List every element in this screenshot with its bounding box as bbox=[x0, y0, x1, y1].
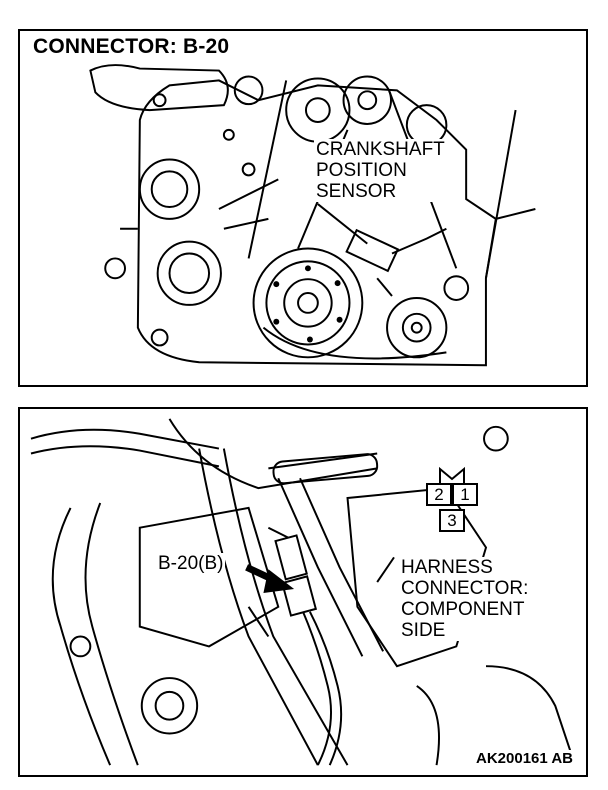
harness-line: COMPONENT bbox=[401, 599, 525, 620]
harness-line: CONNECTOR: bbox=[401, 578, 529, 599]
connector-title: CONNECTOR: B-20 bbox=[30, 35, 233, 59]
b20b-connector-label: B-20(B) bbox=[156, 553, 226, 574]
connector-latch-icon bbox=[439, 466, 465, 485]
pin-3: 3 bbox=[439, 509, 465, 532]
callout-line: POSITION bbox=[316, 160, 407, 181]
pin-1: 1 bbox=[452, 483, 478, 506]
engine-front-panel: CONNECTOR: B-20 CRANKSHAFT POSITION SENS… bbox=[18, 29, 588, 387]
engine-front-illustration bbox=[89, 64, 536, 367]
harness-line: SIDE bbox=[401, 620, 446, 641]
harness-illustration bbox=[30, 418, 576, 766]
callout-line: CRANKSHAFT bbox=[316, 139, 445, 160]
harness-line: HARNESS bbox=[401, 557, 493, 578]
connector-location-panel: B-20(B) 2 1 3 HARNESS CONNECTOR: COMPONE… bbox=[18, 407, 588, 777]
connector-pin-diagram: 2 1 3 bbox=[420, 465, 484, 545]
pin-2: 2 bbox=[426, 483, 452, 506]
callout-line: SENSOR bbox=[316, 181, 397, 202]
crankshaft-sensor-callout: CRANKSHAFT POSITION SENSOR bbox=[314, 139, 447, 202]
harness-connector-callout: HARNESS CONNECTOR: COMPONENT SIDE bbox=[399, 557, 531, 641]
figure-id: AK200161 AB bbox=[473, 750, 576, 767]
